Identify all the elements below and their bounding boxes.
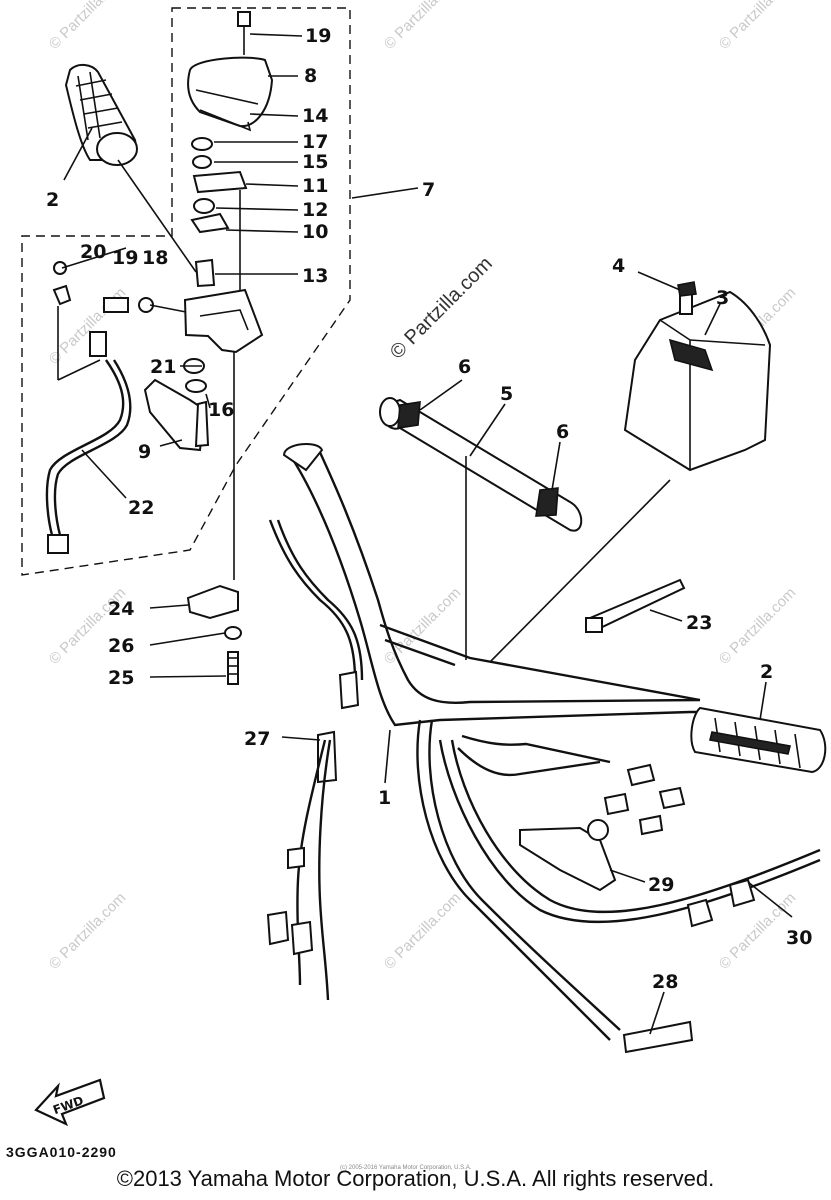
callout-19: 19 [305, 25, 331, 47]
callout-1: 1 [378, 787, 391, 809]
callout-10: 10 [302, 221, 328, 243]
callout-6-left: 6 [458, 356, 471, 378]
callout-23: 23 [686, 612, 712, 634]
switch-parts [143, 11, 274, 580]
callout-20: 20 [80, 241, 106, 263]
callout-17: 17 [302, 131, 328, 153]
callout-26: 26 [108, 635, 134, 657]
callout-29: 29 [648, 874, 674, 896]
callout-24: 24 [108, 598, 134, 620]
lever-parts [519, 763, 686, 892]
callout-2-left: 2 [46, 189, 59, 211]
handlebar [282, 443, 705, 727]
callout-30: 30 [786, 927, 812, 949]
callout-28: 28 [652, 971, 678, 993]
callout-14: 14 [302, 105, 328, 127]
watermark: © Partzilla.com [381, 889, 464, 972]
watermark-center: © Partzilla.com [386, 253, 497, 364]
callout-4: 4 [612, 255, 625, 277]
watermark: © Partzilla.com [381, 584, 464, 667]
left-grip [64, 64, 138, 166]
right-switch-housing [623, 281, 772, 472]
callout-19-b: 19 [112, 247, 138, 269]
callout-2-right: 2 [760, 661, 773, 683]
callout-15: 15 [302, 151, 328, 173]
callout-8: 8 [304, 65, 317, 87]
watermark: © Partzilla.com [381, 0, 464, 53]
copyright-notice: ©2013 Yamaha Motor Corporation, U.S.A. A… [116, 1166, 715, 1191]
throttle-clamp-parts [186, 584, 242, 685]
callout-21: 21 [150, 356, 176, 378]
leader-lines [61, 33, 793, 1035]
watermark: © Partzilla.com [716, 0, 799, 53]
callout-3: 3 [716, 287, 729, 309]
cables [266, 519, 821, 1054]
callout-16: 16 [208, 399, 234, 421]
switch-assembly-box [21, 7, 351, 576]
callout-18: 18 [142, 247, 168, 269]
callout-6-right: 6 [556, 421, 569, 443]
callout-5: 5 [500, 383, 513, 405]
callout-25: 25 [108, 667, 134, 689]
callout-13: 13 [302, 265, 328, 287]
callout-7: 7 [422, 179, 435, 201]
fwd-arrow-icon: FWD [34, 1078, 106, 1127]
callout-27: 27 [244, 728, 270, 750]
watermark: © Partzilla.com [46, 0, 129, 53]
callout-12: 12 [302, 199, 328, 221]
watermarks: © Partzilla.com © Partzilla.com © Partzi… [46, 0, 799, 973]
watermark: © Partzilla.com [716, 584, 799, 667]
switch-harness [45, 261, 187, 554]
watermark: © Partzilla.com [46, 889, 129, 972]
callouts: 19 8 14 17 15 11 12 10 7 2 20 19 18 13 2… [46, 25, 812, 993]
callout-9: 9 [138, 441, 151, 463]
cable-tie [585, 578, 686, 633]
handlebar-pad [379, 397, 671, 663]
tiny-credit: (c) 2005-2016 Yamaha Motor Corporation, … [340, 1165, 472, 1171]
right-grip [690, 706, 827, 774]
callout-22: 22 [128, 497, 154, 519]
callout-11: 11 [302, 175, 328, 197]
diagram-code: 3GGA010-2290 [6, 1144, 117, 1160]
